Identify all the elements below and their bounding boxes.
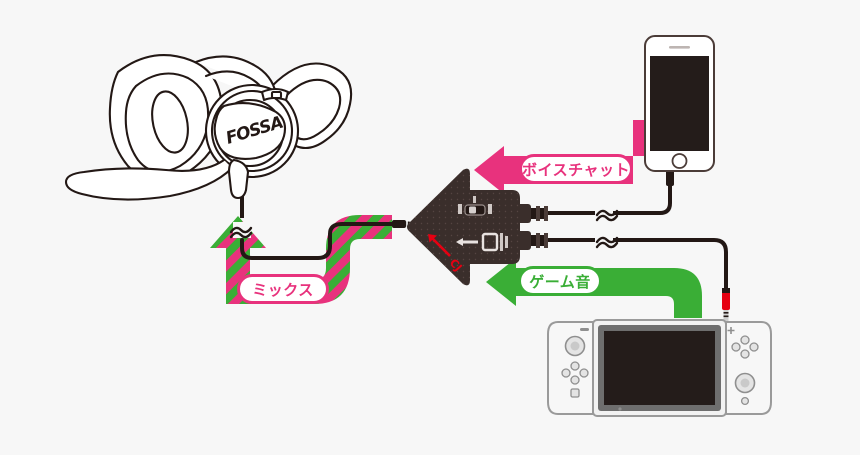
voice-chat-label: ボイスチャット: [519, 154, 633, 184]
mix-label-text: ミックス: [252, 280, 314, 299]
console-cable: [548, 232, 730, 324]
game-audio-label: ゲーム音: [518, 266, 602, 296]
game-audio-label-text: ゲーム音: [529, 272, 591, 291]
headset-drawing[interactable]: [64, 54, 353, 201]
console-plug: [722, 288, 730, 324]
mixer-red-marking: CJ: [428, 234, 465, 274]
voice-chat-label-text: ボイスチャット: [522, 160, 630, 179]
mixer-slider-switch[interactable]: [458, 196, 492, 216]
phone-cable: [548, 160, 674, 222]
mixer-body[interactable]: [407, 168, 520, 286]
cable-break-mark: [229, 222, 253, 239]
smartphone-body[interactable]: [644, 35, 715, 172]
console-right-joycon[interactable]: [725, 321, 772, 415]
console-screen-unit: [592, 319, 727, 417]
mix-label: ミックス: [237, 274, 329, 304]
console-left-joycon[interactable]: [547, 321, 594, 415]
mixer-volume-indicator: [456, 232, 508, 252]
